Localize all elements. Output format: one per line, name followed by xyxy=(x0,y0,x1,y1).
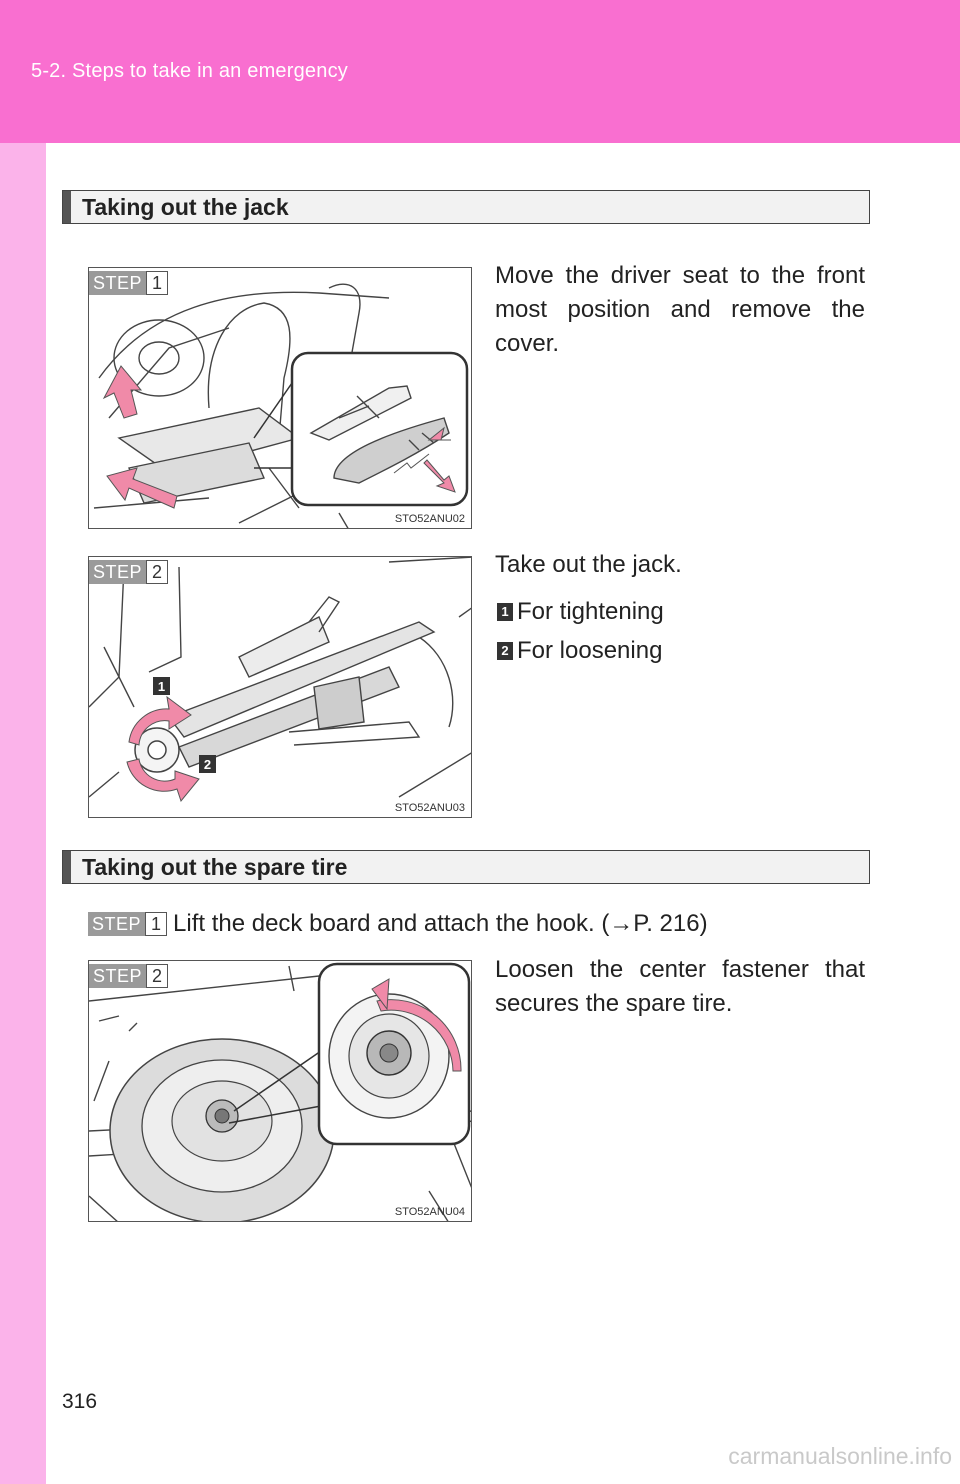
figure-code: STO52ANU02 xyxy=(394,513,465,525)
step-badge: STEP 1 xyxy=(89,271,169,295)
number-marker: 2 xyxy=(497,642,513,660)
list-item: 2 For loosening xyxy=(497,637,662,665)
list-item: 1 For tightening xyxy=(497,598,664,626)
seat-illustration xyxy=(93,283,469,528)
figure-spare-tire: STEP 2 STO52ANU04 xyxy=(88,960,472,1222)
section-title: Taking out the jack xyxy=(82,194,289,220)
step-instruction: Move the driver seat to the front most p… xyxy=(495,262,865,357)
list-item-label: For loosening xyxy=(517,637,663,664)
step-badge: STEP 2 xyxy=(89,560,169,584)
jack-illustration: 1 2 xyxy=(89,557,471,803)
spare-tire-illustration xyxy=(89,962,471,1221)
figure-jack: 1 2 STEP 2 STO52ANU03 xyxy=(88,556,472,818)
svg-text:2: 2 xyxy=(204,757,211,772)
breadcrumb: 5-2. Steps to take in an emergency xyxy=(31,60,348,82)
section-title: Taking out the spare tire xyxy=(82,854,348,880)
page-header-band xyxy=(0,0,960,143)
section-header-bar xyxy=(63,191,71,223)
figure-driver-seat: STEP 1 STO52ANU02 xyxy=(88,267,472,529)
watermark: carmanualsonline.info xyxy=(728,1443,952,1469)
number-marker: 1 xyxy=(497,603,513,621)
figure-code: STO52ANU04 xyxy=(394,1206,465,1218)
step-instruction: Lift the deck board and attach the hook.… xyxy=(173,910,708,937)
step-instruction: Take out the jack. xyxy=(495,551,682,578)
step-instruction: Loosen the center fastener that secures … xyxy=(495,956,865,1017)
step-badge: STEP 2 xyxy=(89,964,169,988)
svg-text:1: 1 xyxy=(158,679,165,694)
step-line: STEP 1 Lift the deck board and attach th… xyxy=(88,910,708,938)
page-number: 316 xyxy=(62,1390,98,1413)
step-badge: STEP 1 xyxy=(88,912,168,936)
list-item-label: For tightening xyxy=(517,598,664,625)
section-header-jack: Taking out the jack xyxy=(62,190,870,224)
section-header-spare-tire: Taking out the spare tire xyxy=(62,850,870,884)
figure-code: STO52ANU03 xyxy=(394,802,465,814)
section-header-bar xyxy=(63,851,71,883)
side-margin-band xyxy=(0,143,46,1484)
